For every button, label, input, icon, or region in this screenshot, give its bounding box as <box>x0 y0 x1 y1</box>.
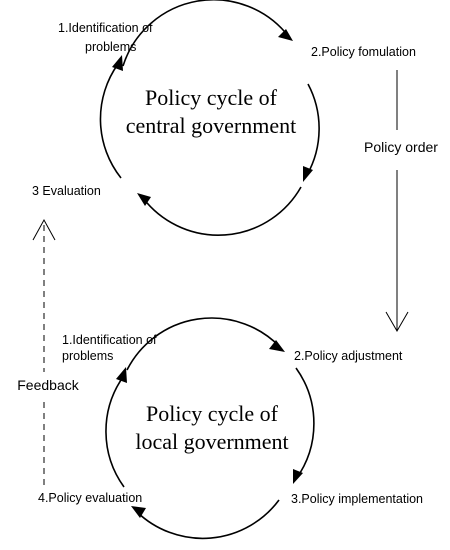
feedback-arrowhead <box>32 218 56 241</box>
local-arrowhead-right <box>293 469 303 484</box>
policy-order-label: Policy order <box>364 139 438 155</box>
central-arc-top <box>122 0 290 67</box>
local-arrowhead-bottom <box>131 506 146 518</box>
local-arc-left <box>105 376 125 488</box>
local-arc-top <box>126 317 281 371</box>
local-arrowhead-top <box>269 340 285 352</box>
central-arrowhead-right <box>303 166 313 182</box>
local-title-line2: local government <box>135 429 288 454</box>
central-step3-label: 3 Evaluation <box>32 184 101 198</box>
central-step1-label-line2: problems <box>85 40 136 54</box>
central-step1-label-line1: 1.Identification of <box>58 21 153 35</box>
local-arc-bottom <box>136 499 280 540</box>
central-arrowhead-left <box>112 55 123 71</box>
local-step2-label: 2.Policy adjustment <box>294 349 403 363</box>
feedback-connector: Feedback <box>17 218 80 485</box>
policy-order-connector: Policy order <box>364 70 438 332</box>
central-arrowhead-bottom <box>137 193 151 206</box>
local-arrowhead-left <box>116 367 127 383</box>
local-step1-label-line1: 1.Identification of <box>62 333 157 347</box>
policy-order-arrowhead <box>385 311 409 332</box>
local-title-line1: Policy cycle of <box>146 401 279 426</box>
central-arc-left <box>99 63 122 179</box>
central-arc-right <box>306 83 320 176</box>
local-arc-right <box>295 367 315 480</box>
central-step2-label: 2.Policy fomulation <box>311 45 416 59</box>
central-arrowhead-top <box>278 29 293 41</box>
central-cycle: Policy cycle of central government 1.Ide… <box>32 0 416 236</box>
local-step3-label: 3.Policy implementation <box>291 492 423 506</box>
feedback-label: Feedback <box>17 377 79 393</box>
local-cycle: Policy cycle of local government 1.Ident… <box>38 317 423 540</box>
central-title-line1: Policy cycle of <box>145 85 278 110</box>
central-arc-bottom <box>142 186 302 236</box>
local-step4-label: 4.Policy evaluation <box>38 491 142 505</box>
local-step1-label-line2: problems <box>62 349 113 363</box>
central-title-line2: central government <box>126 113 296 138</box>
